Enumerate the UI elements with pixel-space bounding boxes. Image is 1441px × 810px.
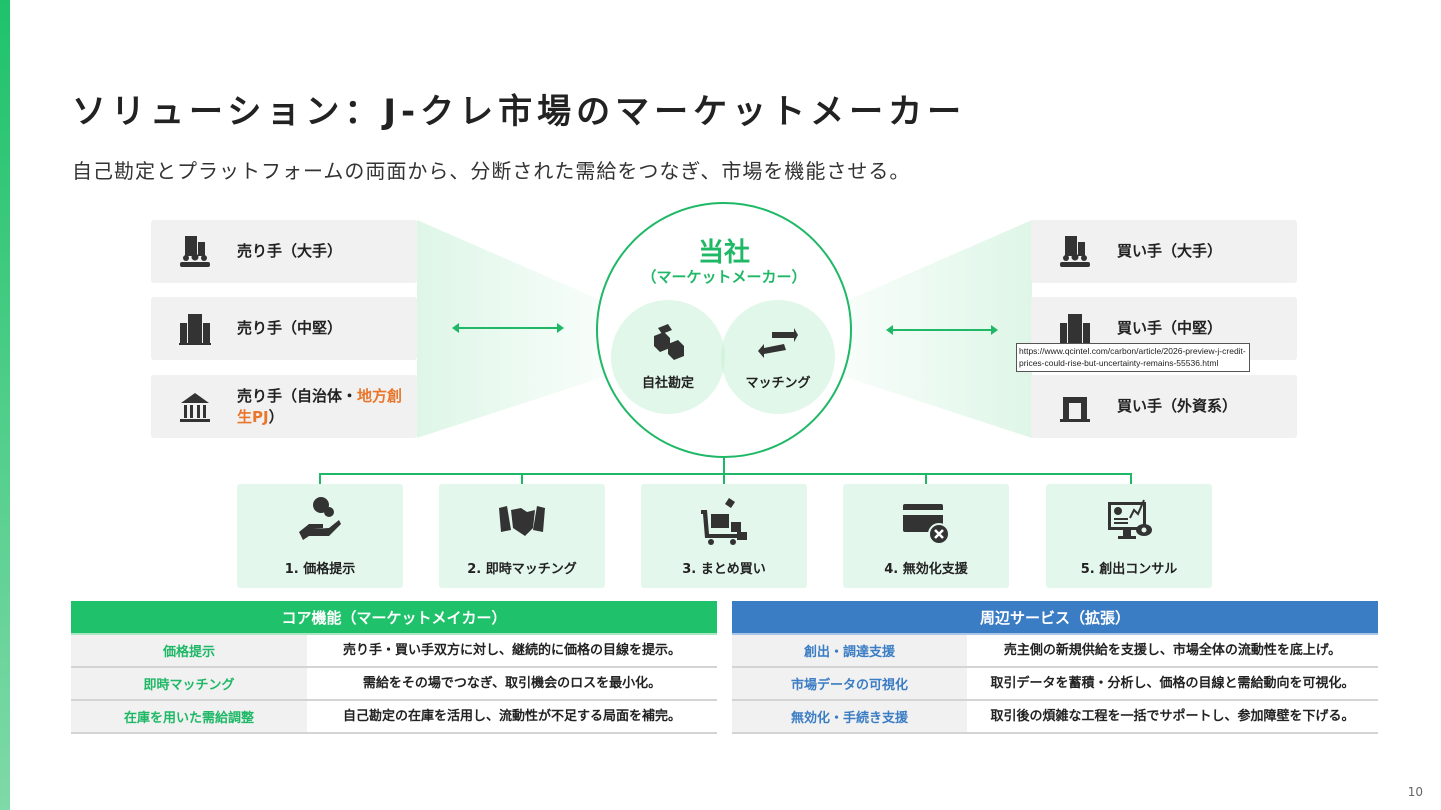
- monitor-analytics-icon: [1108, 499, 1152, 539]
- connector-drop: [521, 473, 523, 489]
- building-icon: [179, 313, 211, 345]
- proprietary-label: 自社勘定: [641, 376, 694, 391]
- connector-horizontal: [319, 473, 1132, 475]
- buyer-foreign: 買い手（外資系）: [1031, 375, 1297, 438]
- company-title: 当社: [697, 238, 750, 268]
- seller-large: 売り手（大手）: [151, 220, 417, 283]
- seller-mid: 売り手（中堅）: [151, 297, 417, 360]
- table-row: 創出・調達支援売主側の新規供給を支援し、市場全体の流動性を底上げ。: [732, 635, 1378, 668]
- function-card-retirement: 4. 無効化支援: [843, 484, 1009, 588]
- company-subtitle: （マーケットメーカー）: [641, 268, 807, 286]
- table-row: 即時マッチング需給をその場でつなぎ、取引機会のロスを最小化。: [71, 668, 717, 701]
- buyer-label: 買い手（中堅）: [1117, 319, 1223, 337]
- buyer-label: 買い手（外資系）: [1117, 397, 1238, 415]
- left-beam: [417, 220, 617, 438]
- accent-stripe: [0, 0, 10, 810]
- enterprise-building-icon: [1060, 235, 1090, 267]
- buyer-exchange-arrow: [886, 325, 998, 335]
- function-card-matching: 2. 即時マッチング: [439, 484, 605, 588]
- buyer-large: 買い手（大手）: [1031, 220, 1297, 283]
- page-number: 10: [1407, 785, 1423, 799]
- page-title: ソリューション：J-クレ市場のマーケットメーカー: [72, 92, 967, 132]
- government-building-icon: [180, 392, 210, 422]
- company-circle: 当社 （マーケットメーカー） 自社勘定 マッチング: [596, 202, 852, 458]
- boxes-icon: [654, 324, 684, 360]
- connector-drop: [925, 473, 927, 489]
- table-row: 市場データの可視化取引データを蓄積・分析し、価格の目線と需給動向を可視化。: [732, 668, 1378, 701]
- function-label: 1. 価格提示: [284, 562, 356, 577]
- card-cancel-icon: [903, 504, 950, 545]
- connector-drop: [319, 473, 321, 489]
- core-functions-table: コア機能（マーケットメイカー） 価格提示売り手・買い手双方に対し、継続的に価格の…: [71, 601, 717, 734]
- function-card-consulting: 5. 創出コンサル: [1046, 484, 1212, 588]
- extended-services-table: 周辺サービス（拡張） 創出・調達支援売主側の新規供給を支援し、市場全体の流動性を…: [732, 601, 1378, 734]
- function-label: 3. まとめ買い: [682, 562, 766, 577]
- function-label: 2. 即時マッチング: [467, 562, 577, 577]
- matching: マッチング: [721, 300, 835, 414]
- exchange-arrows-icon: [758, 328, 798, 358]
- building-icon: [1059, 313, 1091, 345]
- matching-label: マッチング: [745, 376, 811, 391]
- function-label: 4. 無効化支援: [884, 562, 968, 577]
- connector-vertical: [723, 458, 725, 475]
- table-header: 周辺サービス（拡張）: [732, 601, 1378, 635]
- table-row: 無効化・手続き支援取引後の煩雑な工程を一括でサポートし、参加障壁を下げる。: [732, 701, 1378, 734]
- connector-drop: [1130, 473, 1132, 489]
- buyer-label: 買い手（大手）: [1117, 242, 1223, 260]
- page-subtitle: 自己勘定とプラットフォームの両面から、分断された需給をつなぎ、市場を機能させる。: [72, 159, 911, 183]
- link-tooltip: https://www.qcintel.com/carbon/article/2…: [1016, 343, 1250, 372]
- function-card-bulk: 3. まとめ買い: [641, 484, 807, 588]
- function-card-price: 1. 価格提示: [237, 484, 403, 588]
- seller-municipal: 売り手（自治体・地方創生PJ）: [151, 375, 417, 438]
- function-label: 5. 創出コンサル: [1080, 562, 1178, 577]
- proprietary-trading: 自社勘定: [611, 300, 725, 414]
- seller-label: 売り手（中堅）: [237, 319, 343, 337]
- seller-label: 売り手（自治体・地方創生PJ）: [237, 386, 403, 426]
- table-row: 在庫を用いた需給調整自己勘定の在庫を活用し、流動性が不足する局面を補完。: [71, 701, 717, 734]
- seller-label: 売り手（大手）: [237, 242, 343, 260]
- cart-icon: [701, 498, 747, 545]
- connector-drop: [723, 473, 725, 489]
- price-hand-icon: [299, 497, 341, 540]
- office-icon: [1060, 396, 1090, 422]
- seller-exchange-arrow: [452, 323, 564, 333]
- enterprise-building-icon: [180, 235, 210, 267]
- handshake-icon: [499, 506, 545, 536]
- table-header: コア機能（マーケットメイカー）: [71, 601, 717, 635]
- table-row: 価格提示売り手・買い手双方に対し、継続的に価格の目線を提示。: [71, 635, 717, 668]
